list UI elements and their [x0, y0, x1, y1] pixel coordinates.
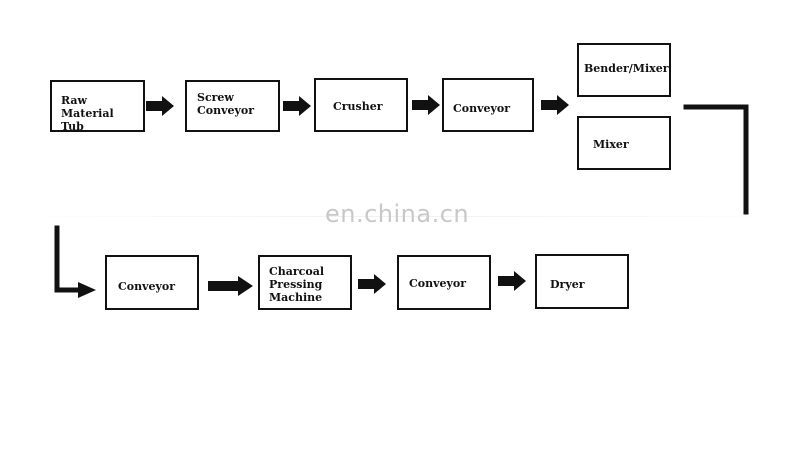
mixer-label: Mixer [593, 138, 629, 151]
screw-conveyor-label-line1: Screw [197, 91, 234, 104]
mixer-box: Mixer [577, 116, 671, 170]
conveyor-box-row2-b: Conveyor [397, 255, 491, 310]
raw-material-tub-box: Raw Material Tub [50, 80, 145, 133]
conveyor-box-row1: Conveyor [442, 78, 534, 132]
connector-to-row2-left [54, 225, 83, 293]
charcoal-pressing-machine-label-line2: Pressing [269, 278, 323, 291]
conveyor-row2-a-label: Conveyor [118, 280, 176, 293]
arrow-icon [541, 95, 569, 115]
arrow-icon [412, 95, 440, 115]
connector-arrowhead [78, 282, 96, 298]
conveyor-row2-b-label: Conveyor [409, 277, 467, 290]
connector-to-row2-top [683, 104, 749, 215]
charcoal-pressing-machine-label-line1: Charcoal [269, 265, 325, 278]
charcoal-pressing-machine-label-line3: Machine [269, 291, 323, 304]
conveyor-row1-label: Conveyor [453, 102, 511, 115]
crusher-label: Crusher [333, 100, 383, 113]
raw-material-tub-label-line1: Raw Material [61, 94, 114, 120]
screw-conveyor-box: Screw Conveyor [185, 80, 280, 132]
crusher-box: Crusher [314, 78, 408, 132]
arrow-icon [208, 276, 253, 296]
arrow-icon [498, 271, 526, 291]
dryer-box: Dryer [535, 254, 629, 309]
arrow-icon [283, 96, 311, 116]
scan-artifact [0, 216, 800, 217]
watermark-text: en.china.cn [325, 200, 470, 228]
dryer-label: Dryer [550, 278, 585, 291]
arrow-icon [146, 96, 174, 116]
bender-mixer-label: Bender/Mixer [584, 62, 669, 75]
arrow-icon [358, 274, 386, 294]
charcoal-pressing-machine-box: Charcoal Pressing Machine [258, 255, 352, 310]
conveyor-box-row2-a: Conveyor [105, 255, 199, 310]
bender-mixer-box: Bender/Mixer [577, 43, 671, 97]
screw-conveyor-label-line2: Conveyor [197, 104, 255, 117]
raw-material-tub-label-line2: Tub [61, 120, 84, 133]
